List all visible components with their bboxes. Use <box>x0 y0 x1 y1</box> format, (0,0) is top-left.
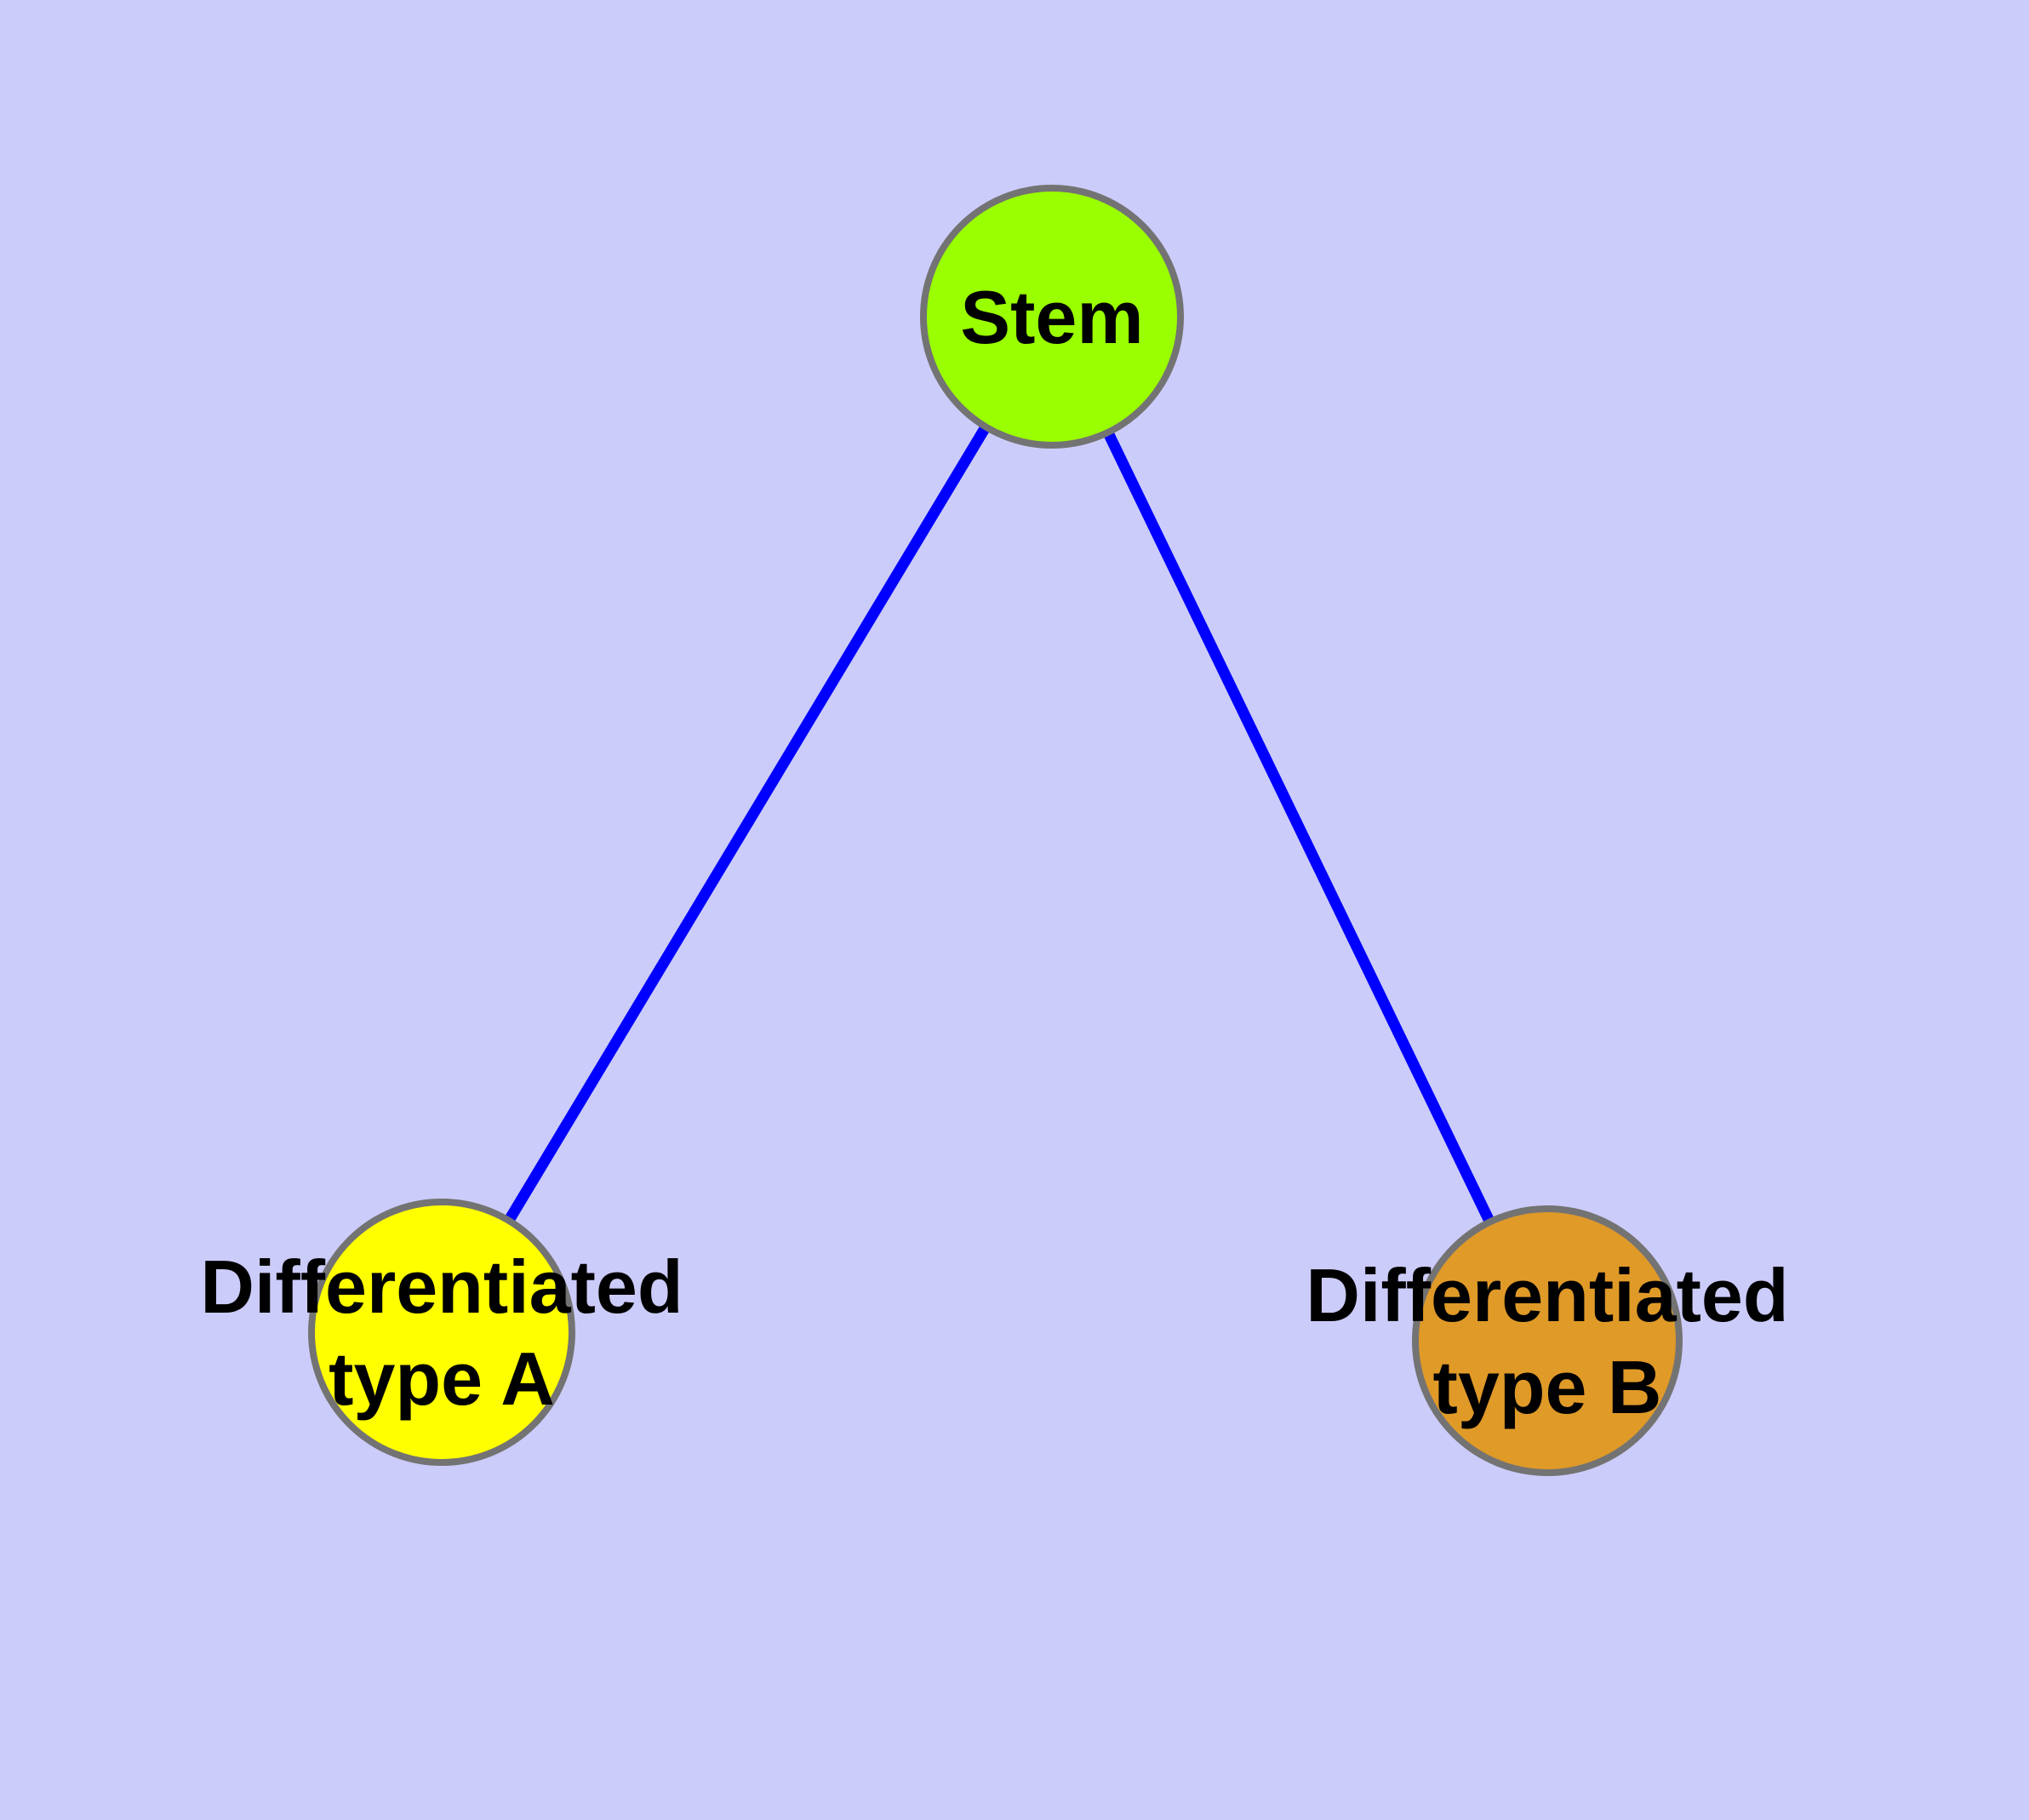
edges-layer <box>505 425 1495 1223</box>
node-label-line: Stem <box>960 275 1143 359</box>
node-label-stem: Stem <box>960 275 1143 359</box>
node-label-line: Differentiated <box>1306 1253 1788 1337</box>
node-label-line: type A <box>329 1336 555 1421</box>
nodes-layer <box>308 185 1683 1476</box>
edge-stem-to-diff-b <box>1103 431 1495 1223</box>
node-stem[interactable] <box>920 185 1184 449</box>
node-diff-a[interactable] <box>308 1199 575 1466</box>
node-label-line: Differentiated <box>200 1245 683 1329</box>
node-label-line: type B <box>1433 1345 1662 1429</box>
edge-stem-to-diff-a <box>505 425 990 1222</box>
node-diff-b[interactable] <box>1412 1205 1683 1476</box>
